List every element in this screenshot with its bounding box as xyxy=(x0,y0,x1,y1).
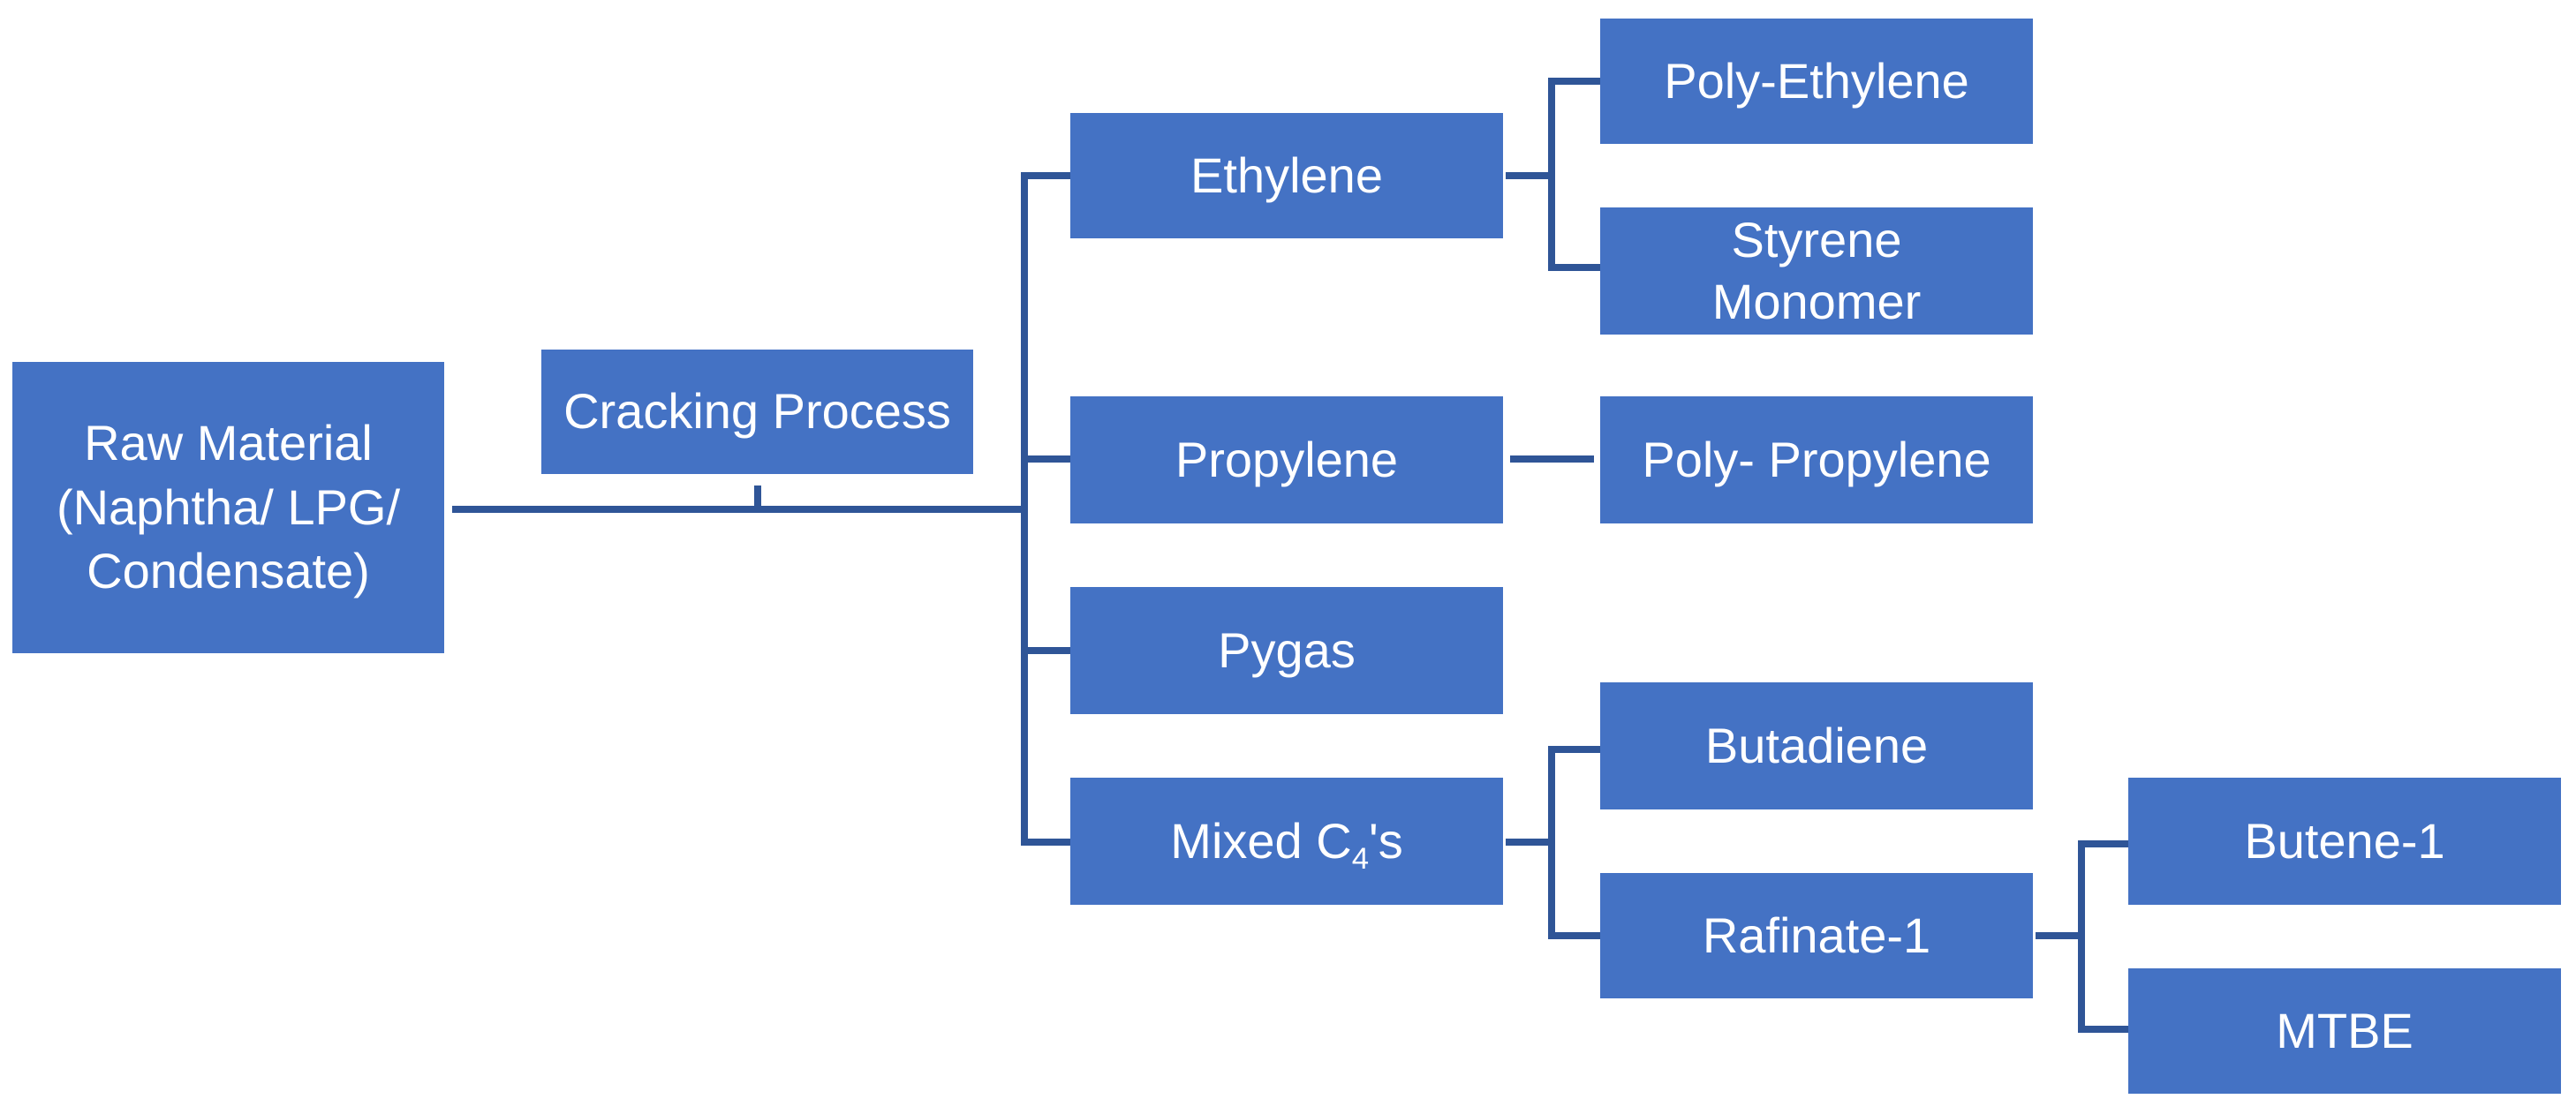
cracking-process-box: Cracking Process xyxy=(541,350,973,474)
cracking-process-label: Cracking Process xyxy=(563,383,951,440)
ethylene-box: Ethylene xyxy=(1070,113,1503,238)
propylene-label: Propylene xyxy=(1175,431,1399,487)
poly-ethylene-box: Poly-Ethylene xyxy=(1600,19,2033,144)
raw-material-label-line-2: (Naphtha/ LPG/ xyxy=(56,478,401,535)
mixed-c4s-label-suffix: 's xyxy=(1369,812,1403,869)
mixed-c4s-label-prefix: Mixed C xyxy=(1170,812,1352,869)
rafinate-1-box: Rafinate-1 xyxy=(1600,873,2033,998)
butadiene-box: Butadiene xyxy=(1600,682,2033,809)
mixed-c4s-label: Mixed C4's xyxy=(1170,809,1403,876)
raw-material-box: Raw Material (Naphtha/ LPG/ Condensate) xyxy=(12,362,444,653)
mixed-c4s-label-subscript: 4 xyxy=(1351,841,1369,876)
propylene-box: Propylene xyxy=(1070,396,1503,523)
styrene-monomer-box: Styrene Monomer xyxy=(1600,207,2033,335)
poly-ethylene-label: Poly-Ethylene xyxy=(1664,52,1969,109)
rafinate-1-label: Rafinate-1 xyxy=(1702,907,1931,963)
pygas-label: Pygas xyxy=(1218,621,1356,678)
ethylene-label: Ethylene xyxy=(1190,147,1383,203)
styrene-monomer-label-line-1: Styrene xyxy=(1731,212,1902,267)
pygas-box: Pygas xyxy=(1070,587,1503,714)
mtbe-label: MTBE xyxy=(2276,1002,2414,1058)
mixed-c4s-box: Mixed C4's xyxy=(1070,778,1503,905)
butadiene-label: Butadiene xyxy=(1704,717,1929,773)
butene-1-box: Butene-1 xyxy=(2128,778,2561,905)
poly-propylene-label: Poly- Propylene xyxy=(1642,431,1991,487)
poly-propylene-box: Poly- Propylene xyxy=(1600,396,2033,523)
raw-material-label-line-1: Raw Material xyxy=(84,414,373,470)
mtbe-box: MTBE xyxy=(2128,968,2561,1094)
raw-material-label-line-3: Condensate) xyxy=(87,543,370,599)
styrene-monomer-label-line-2: Monomer xyxy=(1711,274,1922,329)
butene-1-label: Butene-1 xyxy=(2244,812,2445,869)
